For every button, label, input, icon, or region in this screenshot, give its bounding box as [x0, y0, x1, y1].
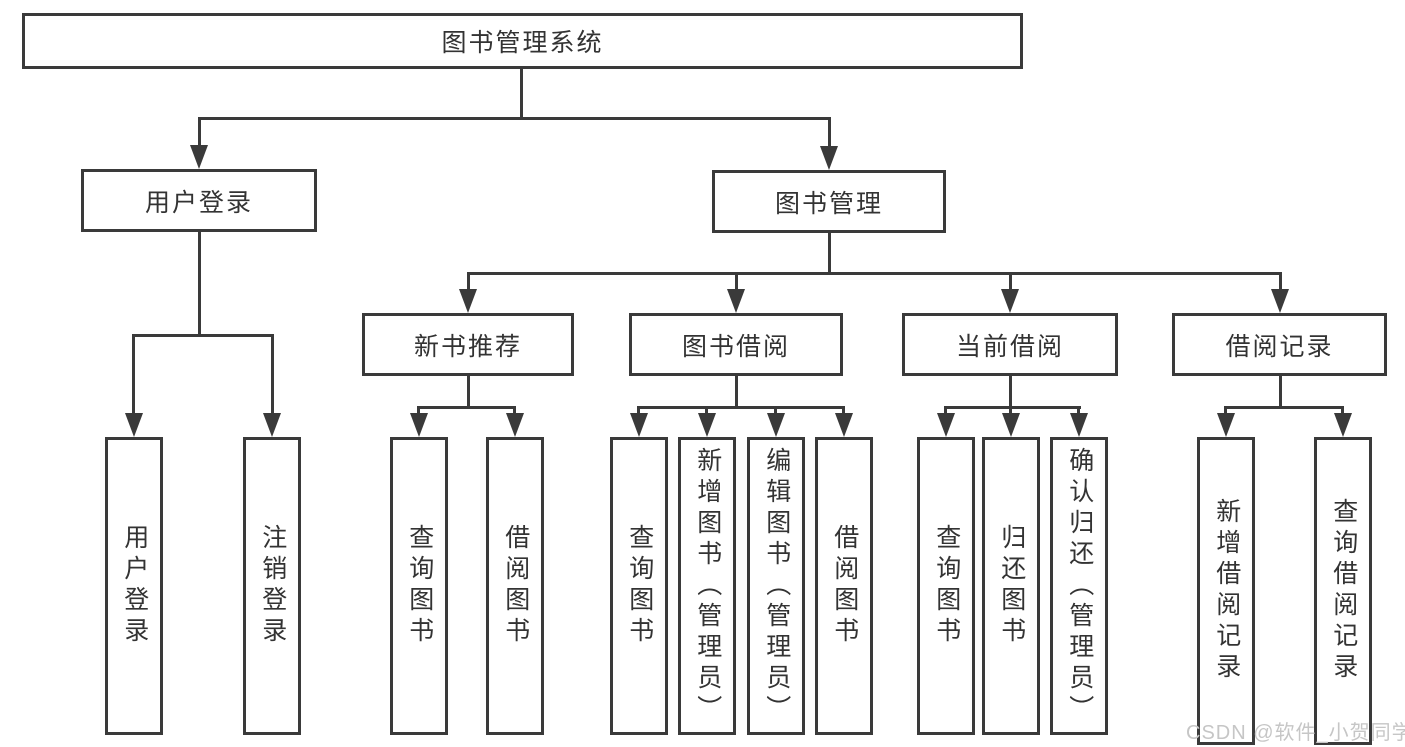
- arrow-down-icon: [727, 289, 745, 313]
- leaf-label: 用户登录: [120, 524, 149, 648]
- connector-line: [520, 69, 523, 118]
- leaf-records-add-record: 新增借阅记录: [1197, 437, 1255, 745]
- csdn-watermark: CSDN @软件_小贺同学: [1186, 722, 1405, 744]
- arrow-down-icon: [459, 289, 477, 313]
- connector-line: [132, 334, 274, 337]
- arrow-down-icon: [263, 413, 281, 437]
- leaf-label: 编辑图书（管理员）: [762, 446, 791, 726]
- connector-line: [198, 117, 831, 120]
- connector-line: [1009, 376, 1012, 409]
- connector-line: [735, 272, 738, 294]
- node-current-borrowing: 当前借阅: [902, 313, 1118, 376]
- arrow-down-icon: [1334, 413, 1352, 437]
- arrow-down-icon: [835, 413, 853, 437]
- leaf-current-query-books: 查询图书: [917, 437, 975, 735]
- leaf-label: 借阅图书: [501, 524, 530, 648]
- arrow-down-icon: [506, 413, 524, 437]
- arrow-down-icon: [937, 413, 955, 437]
- arrow-down-icon: [1217, 413, 1235, 437]
- connector-line: [132, 334, 135, 420]
- connector-line: [1224, 406, 1344, 409]
- connector-line: [828, 233, 831, 275]
- arrow-down-icon: [1001, 289, 1019, 313]
- connector-line: [944, 406, 1081, 409]
- leaf-logout: 注销登录: [243, 437, 301, 735]
- connector-line: [467, 272, 470, 294]
- arrow-down-icon: [820, 146, 838, 170]
- leaf-user-login: 用户登录: [105, 437, 163, 735]
- node-book-borrowing: 图书借阅: [629, 313, 843, 376]
- connector-line: [735, 376, 738, 409]
- connector-line: [1009, 272, 1012, 294]
- arrow-down-icon: [1070, 413, 1088, 437]
- arrow-down-icon: [698, 413, 716, 437]
- connector-line: [198, 117, 201, 149]
- connector-line: [467, 376, 470, 409]
- leaf-recommend-query-books: 查询图书: [390, 437, 448, 735]
- connector-line: [417, 406, 516, 409]
- arrow-down-icon: [1002, 413, 1020, 437]
- arrow-down-icon: [410, 413, 428, 437]
- leaf-borrowing-query-books: 查询图书: [610, 437, 668, 735]
- node-book-management: 图书管理: [712, 170, 946, 233]
- arrow-down-icon: [125, 413, 143, 437]
- leaf-records-query-record: 查询借阅记录: [1314, 437, 1372, 745]
- leaf-label: 查询图书: [625, 524, 654, 648]
- leaf-label: 注销登录: [258, 524, 287, 648]
- node-user-login: 用户登录: [81, 169, 317, 232]
- connector-line: [271, 334, 274, 420]
- leaf-current-return-books: 归还图书: [982, 437, 1040, 735]
- leaf-label: 查询借阅记录: [1329, 498, 1358, 684]
- leaf-label: 查询图书: [405, 524, 434, 648]
- arrow-down-icon: [630, 413, 648, 437]
- leaf-label: 确认归还（管理员）: [1065, 446, 1094, 726]
- leaf-label: 借阅图书: [830, 524, 859, 648]
- connector-line: [1279, 272, 1282, 294]
- arrow-down-icon: [190, 145, 208, 169]
- leaf-label: 查询图书: [932, 524, 961, 648]
- leaf-label: 归还图书: [997, 524, 1026, 648]
- leaf-borrowing-edit-books: 编辑图书（管理员）: [747, 437, 805, 735]
- connector-line: [198, 232, 201, 337]
- connector-line: [637, 406, 845, 409]
- leaf-recommend-borrow-books: 借阅图书: [486, 437, 544, 735]
- connector-line: [1279, 376, 1282, 409]
- connector-line: [828, 117, 831, 150]
- leaf-borrowing-add-books: 新增图书（管理员）: [678, 437, 736, 735]
- leaf-borrowing-borrow-books: 借阅图书: [815, 437, 873, 735]
- leaf-label: 新增借阅记录: [1212, 498, 1241, 684]
- arrow-down-icon: [767, 413, 785, 437]
- node-new-book-recommend: 新书推荐: [362, 313, 574, 376]
- connector-line: [467, 272, 1282, 275]
- node-library-system: 图书管理系统: [22, 13, 1023, 69]
- node-borrow-records: 借阅记录: [1172, 313, 1387, 376]
- arrow-down-icon: [1271, 289, 1289, 313]
- leaf-current-confirm-return: 确认归还（管理员）: [1050, 437, 1108, 735]
- leaf-label: 新增图书（管理员）: [693, 446, 722, 726]
